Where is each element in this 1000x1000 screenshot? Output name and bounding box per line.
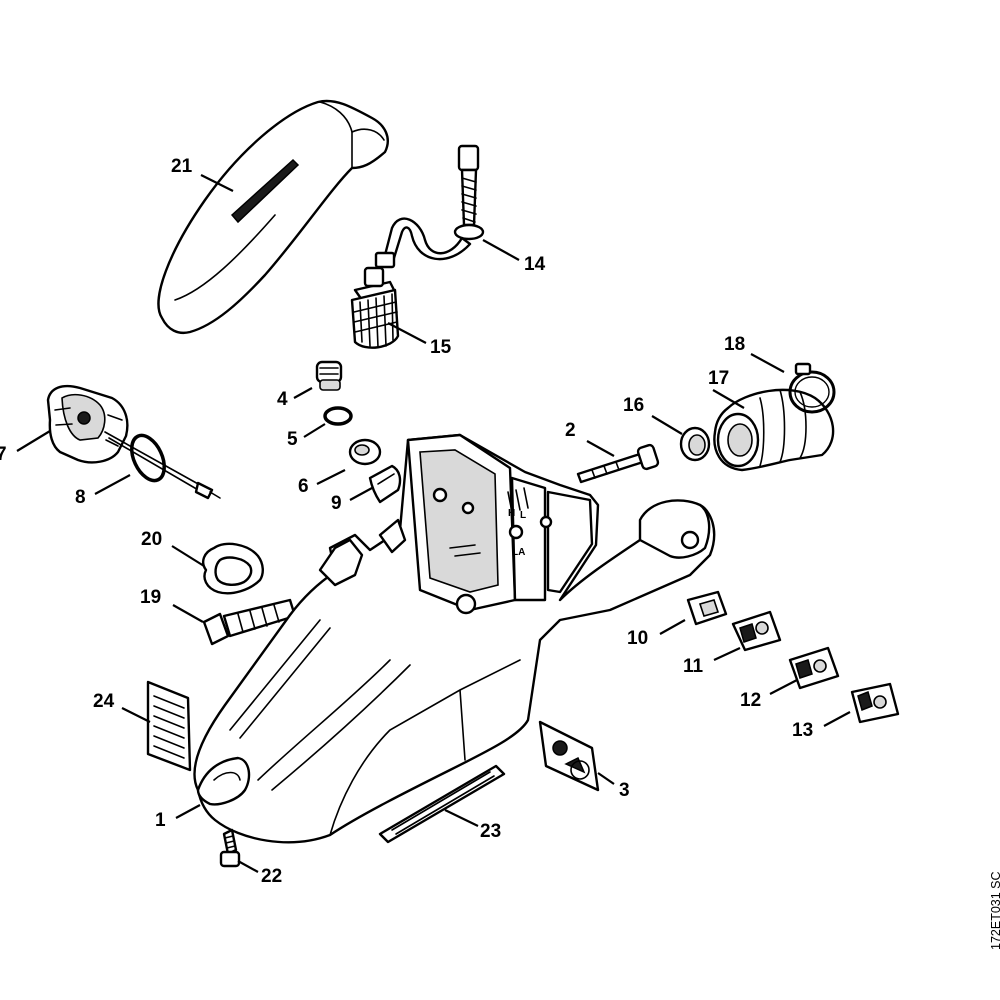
part-12-buffer xyxy=(788,646,840,690)
leader-line-10 xyxy=(659,619,686,635)
leader-line-1 xyxy=(175,804,201,819)
callout-3: 3 xyxy=(619,780,630,801)
leader-line-7 xyxy=(16,430,51,452)
part-5-o-ring xyxy=(323,406,353,426)
leader-line-20 xyxy=(171,545,205,567)
leader-line-5 xyxy=(303,423,326,438)
part-23-label-strip xyxy=(378,764,506,844)
callout-13: 13 xyxy=(792,720,813,741)
leader-line-11 xyxy=(713,647,741,661)
callout-18: 18 xyxy=(724,334,745,355)
callout-20: 20 xyxy=(141,529,162,550)
callout-2: 2 xyxy=(565,420,576,441)
leader-line-13 xyxy=(823,711,851,727)
leader-line-2 xyxy=(586,440,615,457)
part-16-ring xyxy=(679,426,711,462)
callout-11: 11 xyxy=(683,656,704,677)
mark-h: H xyxy=(508,508,515,519)
part-22-screw xyxy=(219,828,241,868)
part-8-seal-ring xyxy=(130,433,166,483)
callout-24: 24 xyxy=(93,691,115,712)
callout-6: 6 xyxy=(298,476,309,497)
leader-line-16 xyxy=(651,415,683,435)
part-14-fuel-hose xyxy=(374,144,485,269)
callout-17: 17 xyxy=(708,368,729,389)
part-10-buffer xyxy=(686,590,728,626)
part-4-plug xyxy=(315,360,343,391)
callout-4: 4 xyxy=(277,389,288,410)
part-2-bolt xyxy=(576,443,660,484)
mark-l: L xyxy=(520,510,526,521)
part-21-handle-cover xyxy=(157,99,389,334)
part-9-bracket xyxy=(368,464,402,504)
leader-line-17 xyxy=(712,389,745,409)
callout-23: 23 xyxy=(480,821,501,842)
leader-line-24 xyxy=(121,707,151,723)
leader-line-18 xyxy=(750,353,785,373)
part-18-hose-clamp xyxy=(788,362,836,414)
leader-line-14 xyxy=(482,239,520,261)
callout-10: 10 xyxy=(627,628,648,649)
callout-22: 22 xyxy=(261,866,282,887)
callout-19: 19 xyxy=(140,587,161,608)
callout-1: 1 xyxy=(155,810,166,831)
leader-line-8 xyxy=(94,474,131,495)
callout-8: 8 xyxy=(75,487,86,508)
leader-line-15 xyxy=(387,322,427,344)
callout-7: 7 xyxy=(0,444,7,465)
callout-14: 14 xyxy=(524,254,546,275)
callout-16: 16 xyxy=(623,395,644,416)
mark-la: LA xyxy=(512,547,525,558)
drawing-code: 172ET031 SC xyxy=(989,871,1000,950)
leader-line-9 xyxy=(349,487,373,501)
callout-15: 15 xyxy=(430,337,452,358)
part-1-housing xyxy=(193,433,716,844)
part-20-gasket xyxy=(202,542,264,595)
callout-9: 9 xyxy=(331,493,342,514)
leader-line-22 xyxy=(237,860,259,873)
callout-5: 5 xyxy=(287,429,298,450)
leader-line-12 xyxy=(769,679,798,695)
part-13-buffer xyxy=(850,682,900,724)
leader-line-23 xyxy=(444,809,479,827)
part-3-warning-label xyxy=(538,720,600,792)
leader-line-6 xyxy=(316,469,346,485)
part-6-grommet xyxy=(348,438,382,466)
part-7-oil-pump xyxy=(46,384,221,500)
part-15-fuel-filter xyxy=(350,266,400,349)
callout-12: 12 xyxy=(740,690,761,711)
leader-line-4 xyxy=(293,387,313,399)
leader-line-3 xyxy=(597,772,615,785)
part-11-buffer xyxy=(731,610,782,652)
leader-line-19 xyxy=(172,604,204,623)
leader-line-21 xyxy=(200,174,234,192)
callout-21: 21 xyxy=(171,156,193,177)
part-24-label xyxy=(146,680,192,772)
